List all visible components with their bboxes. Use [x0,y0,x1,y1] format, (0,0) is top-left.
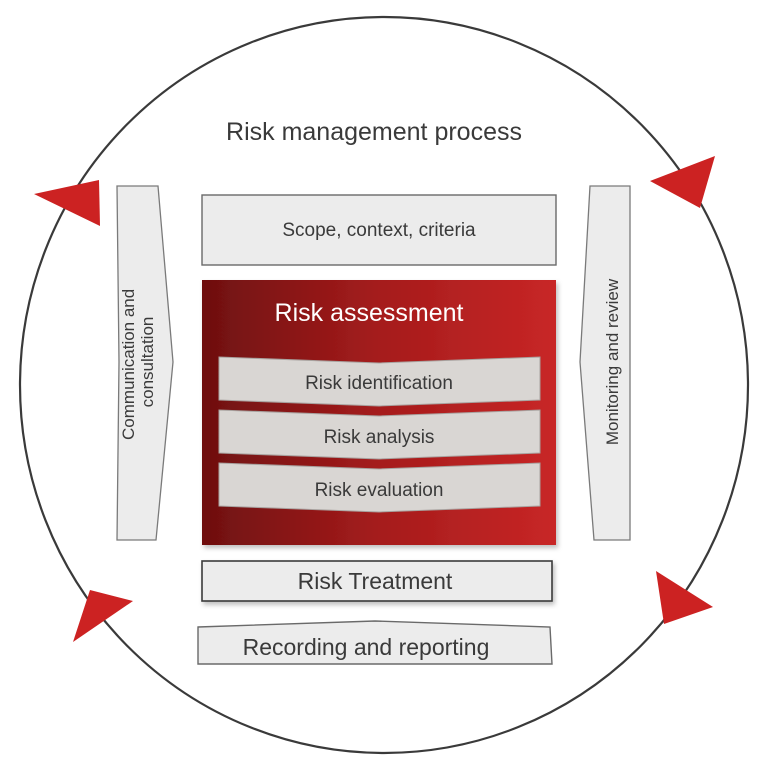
communication-bar [116,185,174,541]
risk-analysis-label: Risk analysis [324,427,435,448]
risk-treatment-box [201,560,553,602]
cycle-arrow-top-right [650,156,715,208]
risk-evaluation-label: Risk evaluation [315,480,444,501]
risk-treatment-label: Risk Treatment [298,568,453,594]
monitoring-bar [579,185,631,541]
scope-box-label: Scope, context, criteria [282,220,476,241]
risk-identification-label: Risk identification [305,373,453,394]
diagram-title: Risk management process [226,118,522,146]
monitoring-bar-label: Monitoring and review [603,278,622,445]
recording-reporting-label: Recording and reporting [243,634,490,660]
communication-bar-label-line1: Communication and [119,289,138,440]
scope-box [201,194,557,266]
cycle-arrow-top-left [34,180,100,226]
risk-evaluation-step [218,462,541,513]
risk-assessment-title: Risk assessment [275,299,464,327]
communication-bar-label: Communication and consultation [119,284,157,440]
risk-analysis-step [218,409,541,460]
cycle-arrow-bottom-right [656,571,713,624]
communication-bar-label-line2: consultation [138,317,157,408]
cycle-arrow-bottom-left [73,590,133,642]
risk-identification-step [218,356,541,407]
recording-reporting-banner [197,620,553,665]
